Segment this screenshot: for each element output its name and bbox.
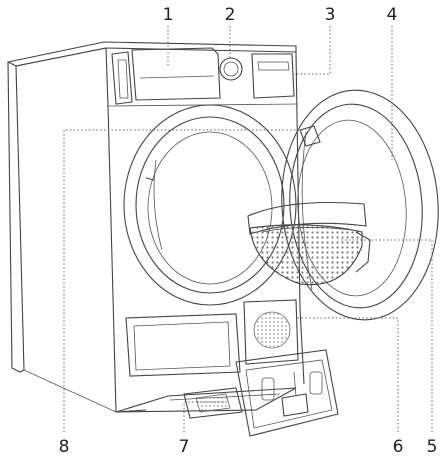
program-knob: [219, 57, 243, 81]
drum-rim-outer: [123, 104, 297, 306]
leader-5: [340, 239, 433, 432]
door-catch: [145, 177, 155, 181]
door-frame-outer: [281, 89, 439, 321]
leader-6: [296, 317, 399, 432]
top-front-edge: [15, 47, 107, 67]
knob-inner: [223, 61, 239, 77]
drum-opening: [123, 104, 297, 306]
drum-interior: [147, 131, 273, 285]
filter-rim: [261, 227, 353, 233]
condenser-cover: [235, 349, 339, 437]
knob-outer: [219, 57, 243, 81]
door-hinge: [299, 125, 321, 147]
callout-1: 1: [163, 5, 174, 25]
front-face-right: [295, 51, 305, 385]
display-window: [257, 61, 290, 71]
callout-3: 3: [325, 5, 336, 25]
callout-6: 6: [393, 437, 404, 457]
water-container-drawer: [131, 47, 221, 101]
dryer-cabinet: [7, 41, 305, 413]
side-panel: [7, 61, 25, 373]
cover-latch-right: [309, 371, 323, 395]
drawer-opening: [111, 51, 133, 105]
callout-7: 7: [179, 437, 190, 457]
ventilation-grille: [243, 299, 299, 365]
condenser: [183, 349, 339, 437]
grille-holes: [253, 311, 291, 349]
fluff-filter: [247, 201, 371, 286]
condenser-tray: [183, 387, 243, 419]
callout-labels: 1 2 3 4 5 6 7 8: [59, 5, 438, 457]
filter-mesh: [249, 224, 363, 286]
plinth-inner: [133, 321, 231, 371]
drawer-inner: [117, 59, 129, 99]
drawer-handle-line: [139, 75, 215, 79]
bottom-edge: [23, 369, 117, 413]
cover-handle: [281, 393, 309, 417]
condenser-fins: [195, 393, 231, 413]
leader-3: [292, 26, 331, 75]
drum-rim-inner: [135, 116, 285, 294]
display-panel: [251, 53, 295, 99]
door-glass: [297, 119, 407, 297]
filter-tab: [355, 231, 371, 273]
front-face-left: [105, 47, 147, 413]
callout-2: 2: [225, 5, 236, 25]
callout-4: 4: [387, 5, 398, 25]
plinth-opening: [125, 313, 241, 377]
leader-8: [63, 129, 306, 432]
condenser-cover-inner: [245, 359, 333, 429]
water-container: [111, 47, 221, 105]
cover-latch-left: [261, 377, 275, 401]
door-frame-inner: [289, 103, 423, 309]
callout-5: 5: [427, 437, 438, 457]
callout-8: 8: [59, 437, 70, 457]
handle-stem: [293, 371, 297, 397]
drum-seal: [153, 159, 163, 251]
control-panel: [251, 53, 295, 99]
grille-panel: [243, 299, 299, 365]
leader-lines: [63, 26, 433, 432]
